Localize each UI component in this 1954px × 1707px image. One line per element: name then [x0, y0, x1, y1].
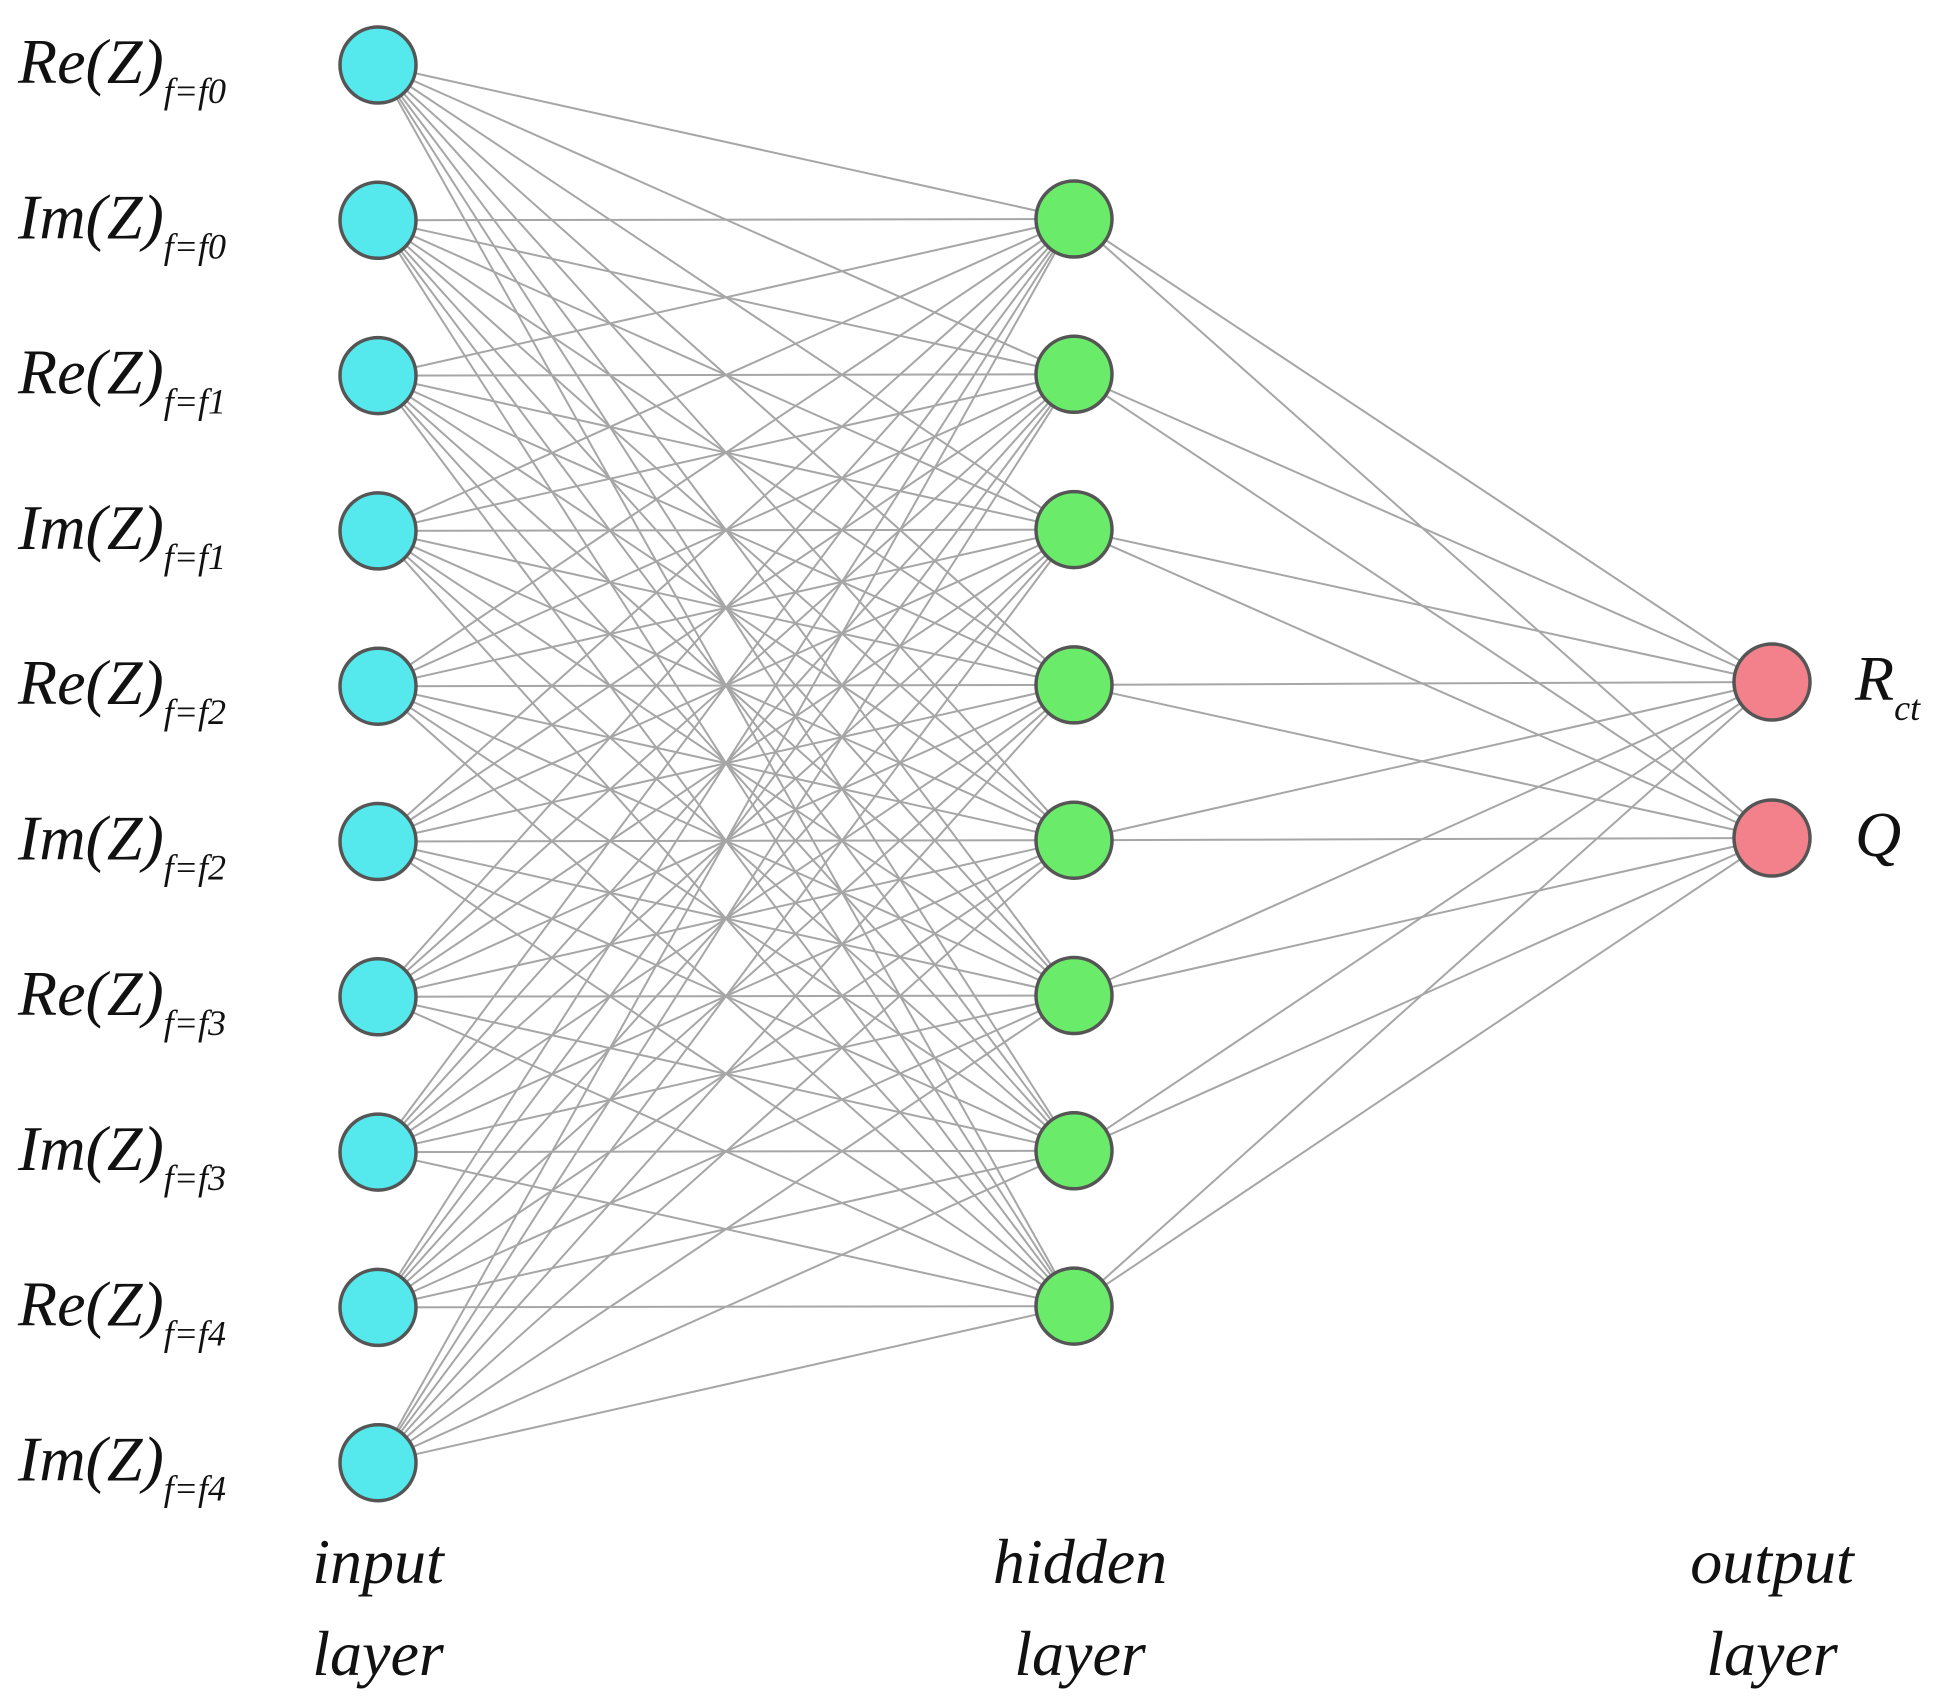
output-label-0-subscript: ct [1894, 688, 1921, 728]
input-label-4-main: Re(Z) [17, 647, 164, 718]
node-labels: Re(Z)f=f0Im(Z)f=f0Re(Z)f=f1Im(Z)f=f1Re(Z… [17, 26, 1921, 1509]
edge-input-4-hidden-0 [377, 218, 1075, 688]
input-label-2-subscript: f=f1 [164, 382, 226, 422]
input-node-9 [338, 1422, 418, 1503]
hidden-node-3 [1034, 645, 1114, 725]
hidden-layer-title-line1: hidden [993, 1526, 1167, 1597]
input-node-5 [338, 801, 418, 882]
input-label-3: Im(Z)f=f1 [17, 492, 226, 577]
edge-hidden-5-output-0 [1073, 681, 1773, 997]
input-label-6-subscript: f=f3 [164, 1003, 226, 1043]
edge-input-8-hidden-0 [377, 218, 1075, 1308]
input-node-7 [338, 1112, 418, 1192]
edge-input-9-hidden-1 [377, 373, 1075, 1464]
input-label-5-subscript: f=f2 [164, 848, 226, 888]
input-layer-title-line2: layer [312, 1618, 445, 1689]
edge-input-1-hidden-0 [377, 218, 1075, 222]
input-label-7: Im(Z)f=f3 [17, 1113, 226, 1198]
edge-hidden-7-output-1 [1073, 837, 1773, 1307]
input-label-0-main: Re(Z) [17, 26, 164, 97]
input-label-9: Im(Z)f=f4 [17, 1424, 226, 1509]
edge-hidden-7-output-0 [1073, 681, 1773, 1307]
input-label-6: Re(Z)f=f3 [17, 958, 226, 1043]
input-label-3-subscript: f=f1 [164, 537, 226, 577]
input-label-4-subscript: f=f2 [164, 692, 226, 732]
input-label-8-subscript: f=f4 [164, 1313, 226, 1353]
edge-input-9-hidden-0 [377, 218, 1075, 1464]
input-label-1-main: Im(Z) [17, 181, 164, 252]
hidden-node-5 [1034, 955, 1114, 1036]
input-layer-title-line1: input [312, 1526, 446, 1597]
input-node-6 [338, 957, 418, 1037]
edge-input-9-hidden-4 [377, 839, 1075, 1464]
input-label-9-main: Im(Z) [17, 1424, 164, 1495]
output-layer-title-line1: output [1690, 1526, 1856, 1597]
input-label-0: Re(Z)f=f0 [17, 26, 226, 111]
hidden-node-2 [1034, 489, 1114, 570]
output-node-0 [1732, 642, 1812, 722]
input-label-5-main: Im(Z) [17, 803, 164, 874]
input-label-2: Re(Z)f=f1 [17, 337, 226, 422]
edge-input-2-hidden-0 [377, 218, 1075, 377]
edge-input-5-hidden-0 [377, 218, 1075, 843]
output-node-1 [1732, 798, 1812, 878]
edge-input-0-hidden-0 [377, 64, 1075, 220]
edge-hidden-3-output-0 [1073, 681, 1773, 686]
edge-input-9-hidden-5 [377, 994, 1075, 1464]
edge-hidden-2-output-0 [1073, 528, 1773, 683]
input-label-6-main: Re(Z) [17, 958, 164, 1029]
edge-input-9-hidden-2 [377, 529, 1075, 1464]
hidden-node-4 [1034, 800, 1114, 880]
input-label-0-subscript: f=f0 [164, 71, 226, 111]
connections [377, 64, 1773, 1464]
input-node-4 [338, 646, 418, 726]
input-label-1-subscript: f=f0 [164, 226, 226, 266]
edge-hidden-0-output-0 [1073, 218, 1773, 683]
input-label-7-subscript: f=f3 [164, 1158, 226, 1198]
input-label-9-subscript: f=f4 [164, 1469, 226, 1509]
edge-input-3-hidden-0 [377, 218, 1075, 532]
edge-hidden-4-output-0 [1073, 681, 1773, 842]
input-node-1 [338, 180, 418, 261]
input-node-8 [338, 1267, 418, 1348]
hidden-node-7 [1034, 1266, 1114, 1346]
input-label-8-main: Re(Z) [17, 1268, 164, 1339]
output-label-1-main: Q [1855, 799, 1901, 870]
neurons [338, 25, 1812, 1503]
output-label-1: Q [1855, 799, 1901, 870]
edge-hidden-6-output-0 [1073, 681, 1773, 1152]
input-label-7-main: Im(Z) [17, 1113, 164, 1184]
output-label-0: Rct [1854, 643, 1921, 728]
input-node-0 [338, 25, 418, 105]
edge-input-6-hidden-0 [377, 218, 1075, 998]
edge-input-9-hidden-6 [377, 1149, 1075, 1464]
output-label-0-main: R [1854, 643, 1894, 714]
output-layer-title-line2: layer [1706, 1618, 1839, 1689]
edge-input-9-hidden-7 [377, 1305, 1075, 1464]
input-node-2 [338, 335, 418, 416]
hidden-layer-title-line2: layer [1014, 1618, 1147, 1689]
input-node-3 [338, 491, 418, 571]
input-label-4: Re(Z)f=f2 [17, 647, 226, 732]
edge-hidden-1-output-0 [1073, 373, 1773, 683]
input-label-2-main: Re(Z) [17, 337, 164, 408]
hidden-node-6 [1034, 1111, 1114, 1191]
input-label-3-main: Im(Z) [17, 492, 164, 563]
input-label-5: Im(Z)f=f2 [17, 803, 226, 888]
hidden-node-1 [1034, 334, 1114, 415]
input-label-8: Re(Z)f=f4 [17, 1268, 226, 1353]
hidden-node-0 [1034, 179, 1114, 259]
input-label-1: Im(Z)f=f0 [17, 181, 226, 266]
edge-input-9-hidden-3 [377, 684, 1075, 1464]
edge-input-7-hidden-0 [377, 218, 1075, 1153]
